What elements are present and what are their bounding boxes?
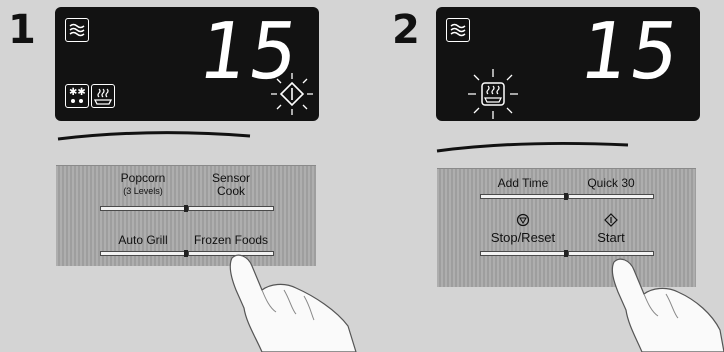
hand-pointer-2	[0, 0, 724, 352]
